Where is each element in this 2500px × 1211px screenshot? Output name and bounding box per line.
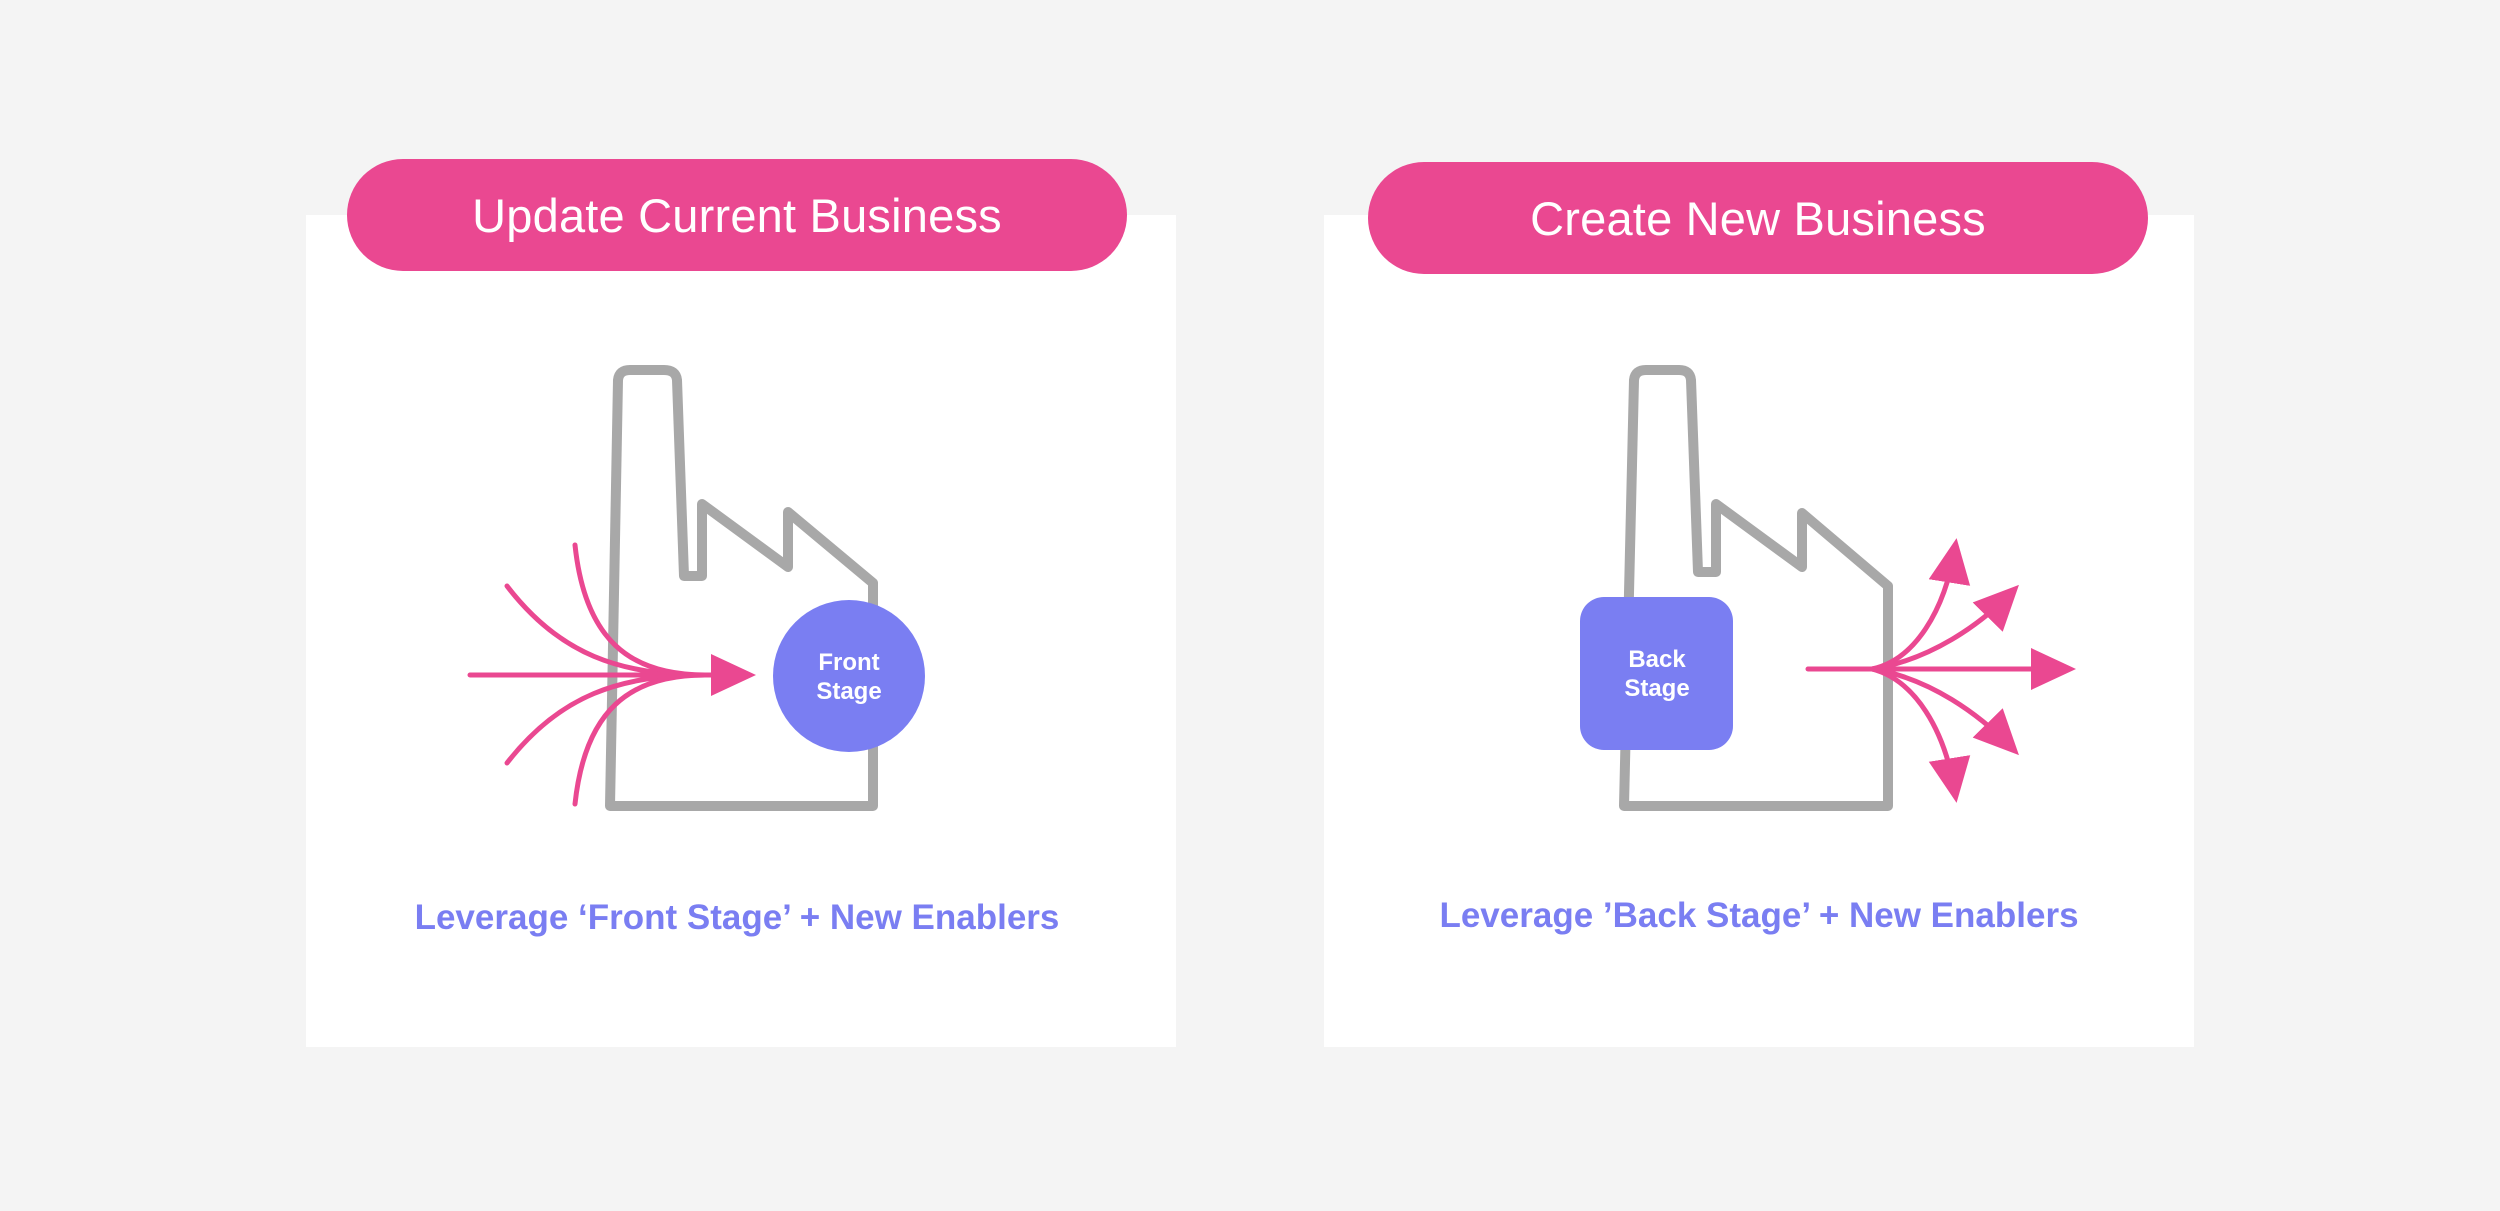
title-create-new-business: Create New Business [1368, 162, 2148, 274]
back-stage-label-line1: Back [1628, 646, 1686, 673]
caption-leverage-back-stage: Leverage ’Back Stage’ + New Enablers [1439, 896, 2079, 935]
back-stage-label-line2: Stage [1624, 675, 1690, 702]
front-stage-label-line2: Stage [816, 678, 882, 705]
back-stage-label: Back Stage [1581, 645, 1733, 703]
caption-leverage-front-stage: Leverage ‘Front Stage’ + New Enablers [414, 898, 1060, 937]
title-update-current-business: Update Current Business [347, 159, 1127, 271]
front-stage-label: Front Stage [773, 648, 925, 706]
front-stage-label-line1: Front [818, 649, 880, 676]
